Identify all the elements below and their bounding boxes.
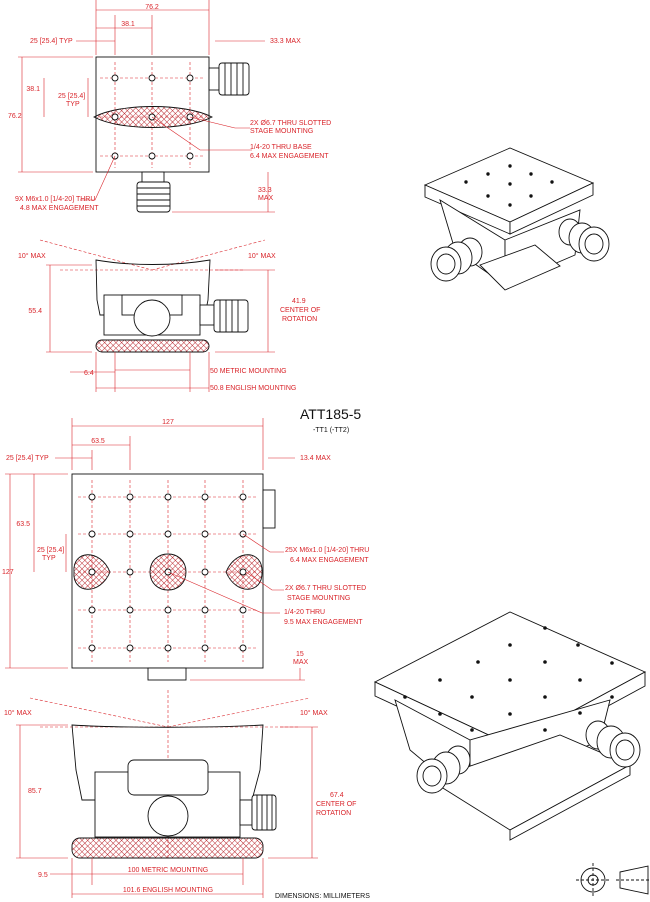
small-cor-3: ROTATION <box>282 316 317 323</box>
small-base-note-2: 6.4 MAX ENGAGEMENT <box>250 153 329 160</box>
third-angle-projection-symbol <box>576 863 650 897</box>
small-base-plate <box>95 339 210 353</box>
large-english-mounting: 101.6 ENGLISH MOUNTING <box>123 887 213 894</box>
small-top-view: 76.2 38.1 25 [25.4] TYP 33.3 MAX 76.2 38… <box>8 0 331 213</box>
large-knob-stub-right <box>262 489 276 529</box>
model-title: ATT185-5 <box>300 406 361 422</box>
large-typ-spacing-dim: 25 [25.4] TYP <box>6 455 49 462</box>
small-bottom-knob-dim-1: 33.3 <box>258 187 272 194</box>
large-height-dim: 127 <box>2 569 14 576</box>
small-tilt-right: 10° MAX <box>248 252 276 260</box>
large-iso-view <box>373 611 647 841</box>
small-slotted-note-1: 2X Ø6.7 THRU SLOTTED <box>250 120 331 127</box>
large-thru-note-2: 9.5 MAX ENGAGEMENT <box>284 619 363 626</box>
small-typ-spacing-dim: 25 [25.4] TYP <box>30 38 73 45</box>
small-metric-mounting: 50 METRIC MOUNTING <box>210 368 287 375</box>
large-pitch-y-dim: 63.5 <box>16 521 30 528</box>
large-width-dim: 127 <box>162 419 174 426</box>
large-cor-1: 67.4 <box>330 792 344 799</box>
small-pitch-x-dim: 38.1 <box>121 21 135 28</box>
small-mounting-holes <box>111 74 194 160</box>
small-base-note-1: 1/4-20 THRU BASE <box>250 144 312 151</box>
small-knob-offset-dim: 33.3 MAX <box>270 38 301 45</box>
large-typ-y-dim-1: 25 [25.4] <box>37 547 64 554</box>
small-iso-dots <box>464 164 554 207</box>
large-typ-y-dim-2: TYP <box>42 555 56 562</box>
large-holes-note-1: 25X M6x1.0 [1/4-20] THRU <box>285 547 369 554</box>
small-side-knob <box>199 299 249 333</box>
small-pitch-y-dim: 38.1 <box>26 86 40 93</box>
small-cor-2: CENTER OF <box>280 307 320 314</box>
large-base-offset-dim: 9.5 <box>38 872 48 879</box>
large-mounting-holes <box>88 493 247 652</box>
large-bottom-knob-dim-2: MAX <box>293 659 309 666</box>
small-base-offset-dim: 6.4 <box>84 370 94 377</box>
large-pitch-x-dim: 63.5 <box>91 438 105 445</box>
small-slotted-note-2: STAGE MOUNTING <box>250 128 313 135</box>
large-base-plate <box>71 837 264 859</box>
large-top-view: 127 63.5 25 [25.4] TYP 13.4 MAX 127 63.5… <box>2 418 369 681</box>
model-subtitle: -TT1 (-TT2) <box>313 427 349 434</box>
small-adjust-knob-bottom <box>136 171 171 213</box>
small-width-dim: 76.2 <box>145 4 159 11</box>
large-iso-knob-left <box>416 745 471 794</box>
large-cor-2: CENTER OF <box>316 801 356 808</box>
small-bottom-knob-dim-2: MAX <box>258 195 274 202</box>
large-tilt-right: 10° MAX <box>300 709 328 717</box>
small-holes-note-2: 4.8 MAX ENGAGEMENT <box>20 205 99 212</box>
units-note: DIMENSIONS: MILLIMETERS <box>275 893 370 900</box>
large-thru-note-1: 1/4-20 THRU <box>284 609 325 616</box>
small-cor-1: 41.9 <box>292 298 306 305</box>
small-typ-y-dim-2: TYP <box>66 101 80 108</box>
small-iso-knob-right <box>558 218 610 262</box>
small-side-view: 10° MAX 10° MAX 55.4 41.9 CENTER OF ROTA… <box>18 239 320 392</box>
small-holes-note-1: 9X M6x1.0 [1/4-20] THRU <box>15 196 95 203</box>
small-iso-view <box>423 147 610 291</box>
large-slotted-note-1: 2X Ø6.7 THRU SLOTTED <box>285 585 366 592</box>
large-worm-gear <box>147 795 189 837</box>
large-side-view: 10° MAX 10° MAX 85.7 67.4 CENTER OF ROTA… <box>4 690 356 898</box>
large-iso-dots <box>403 626 614 732</box>
large-iso-knob-right <box>585 720 641 768</box>
large-bottom-knob-dim-1: 15 <box>296 651 304 658</box>
small-tilt-left: 10° MAX <box>18 252 46 260</box>
small-side-height-dim: 55.4 <box>28 308 42 315</box>
large-tilt-left: 10° MAX <box>4 709 32 717</box>
small-iso-knob-left <box>430 237 483 282</box>
large-slotted-note-2: STAGE MOUNTING <box>287 595 350 602</box>
large-knob-stub-bottom <box>147 667 187 681</box>
large-side-height-dim: 85.7 <box>28 788 42 795</box>
large-cor-3: ROTATION <box>316 810 351 817</box>
large-cradle-top <box>71 724 264 801</box>
large-holes-note-2: 6.4 MAX ENGAGEMENT <box>290 557 369 564</box>
small-worm-gear <box>133 299 171 337</box>
small-height-dim: 76.2 <box>8 113 22 120</box>
large-knob-offset-dim: 13.4 MAX <box>300 455 331 462</box>
large-metric-mounting: 100 METRIC MOUNTING <box>128 867 209 874</box>
small-adjust-knob-right <box>208 62 250 96</box>
small-typ-y-dim-1: 25 [25.4] <box>58 93 85 100</box>
small-english-mounting: 50.8 ENGLISH MOUNTING <box>210 385 296 392</box>
large-side-knob <box>239 794 277 831</box>
